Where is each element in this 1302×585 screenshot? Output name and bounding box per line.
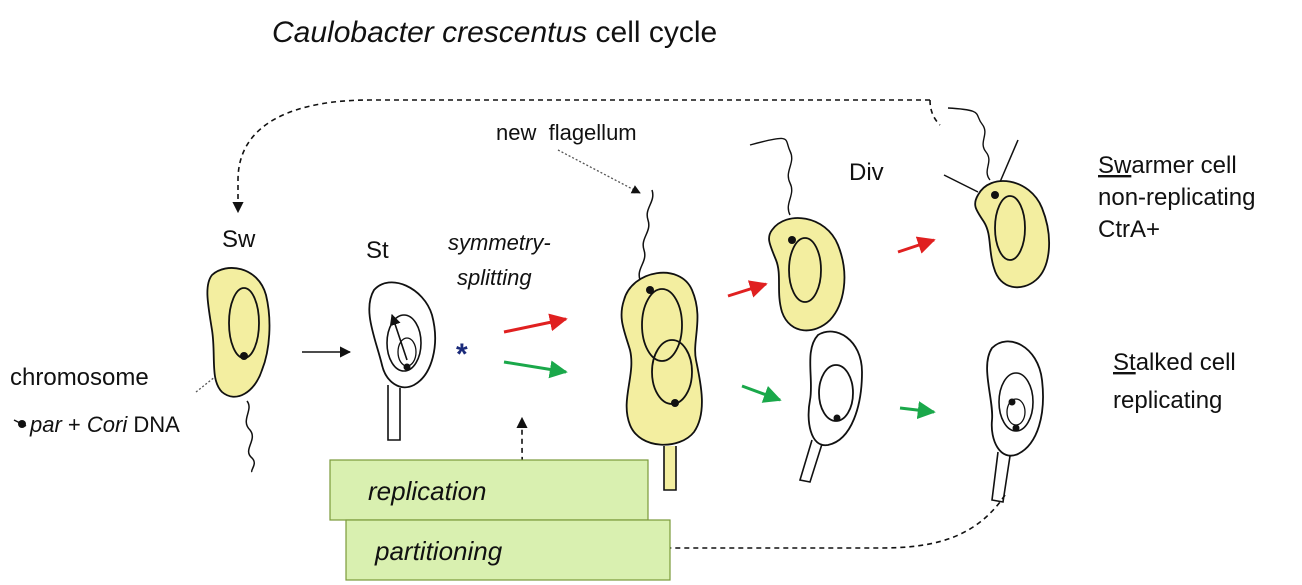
arrow-red-2 [727,280,768,298]
arrow-green-2 [741,384,782,403]
partitioning-box [345,519,671,581]
arrow-red-3 [897,236,936,254]
label-new-flagellum: new flagellum [496,120,637,145]
cycle-return-arrow [232,99,930,214]
stalked-line2: replicating [1113,387,1222,414]
par-dot-tick [13,419,27,427]
replication-label: replication [368,476,487,506]
swarmer-cell [206,267,271,473]
label-chromosome: chromosome [10,364,149,391]
arrow-green-1 [503,360,568,379]
asterisk-symbol: * [456,338,468,371]
stalked-cell-st [368,281,436,441]
swarmer-line3: CtrA+ [1098,216,1160,243]
partitioning-label: partitioning [374,536,503,566]
dividing-stalked [798,330,863,483]
final-swarmer-cell [943,107,1051,289]
stalked-cell-label: Stalked cell [1113,349,1236,376]
arrow-red-1 [503,313,568,334]
diagram-title: Caulobacter crescentus cell cycle [272,16,717,49]
arrow-green-3 [899,401,936,420]
dividing-swarmer [749,137,846,332]
predivisional-cell [620,189,703,491]
label-par-cori: par + Cori DNA [29,412,180,437]
cycle-top-connector [929,99,941,126]
label-symmetry-2: splitting [457,265,532,290]
swarmer-cell-label: Swarmer cell [1098,152,1237,179]
label-symmetry-1: symmetry- [448,230,551,255]
label-st: St [366,237,389,264]
label-sw: Sw [222,226,256,253]
flagellum-pointer [557,149,641,194]
label-div: Div [849,159,884,186]
title-rest: cell cycle [587,16,717,49]
swarmer-line2: non-replicating [1098,184,1255,211]
final-stalked-cell [986,340,1044,503]
replication-box [329,459,649,521]
title-species: Caulobacter crescentus [272,16,587,49]
